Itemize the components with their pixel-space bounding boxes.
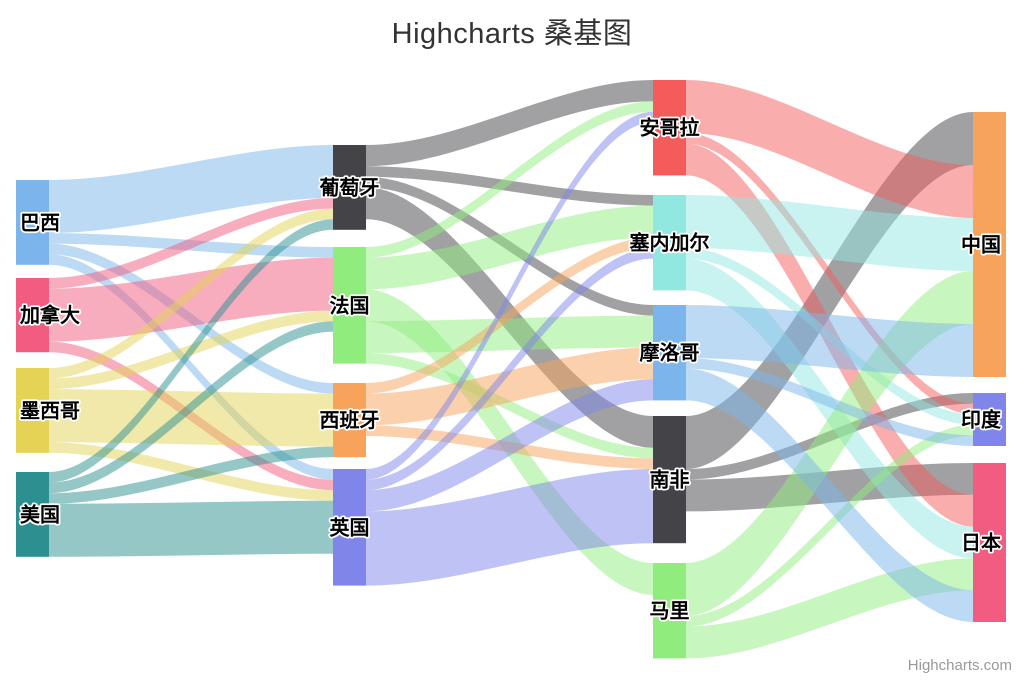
sankey-link[interactable] bbox=[365, 111, 653, 480]
sankey-link[interactable] bbox=[365, 101, 653, 258]
sankey-link[interactable] bbox=[366, 80, 653, 167]
sankey-link[interactable] bbox=[366, 315, 653, 353]
sankey-link[interactable] bbox=[686, 258, 973, 559]
sankey-node[interactable] bbox=[653, 416, 686, 544]
sankey-link[interactable] bbox=[49, 500, 333, 557]
sankey-link[interactable] bbox=[366, 469, 653, 586]
sankey-node[interactable] bbox=[973, 463, 1006, 622]
sankey-node[interactable] bbox=[16, 278, 49, 353]
sankey-link[interactable] bbox=[365, 248, 653, 491]
sankey-link[interactable] bbox=[366, 237, 653, 394]
sankey-link[interactable] bbox=[366, 353, 653, 459]
sankey-node[interactable] bbox=[653, 80, 686, 176]
sankey-node[interactable] bbox=[333, 247, 366, 364]
sankey-link[interactable] bbox=[49, 145, 333, 233]
sankey-link[interactable] bbox=[686, 358, 973, 446]
sankey-link[interactable] bbox=[686, 368, 973, 622]
sankey-link[interactable] bbox=[686, 424, 973, 627]
sankey-node[interactable] bbox=[16, 472, 49, 557]
sankey-link[interactable] bbox=[49, 446, 333, 504]
sankey-link[interactable] bbox=[686, 80, 973, 218]
sankey-node[interactable] bbox=[973, 112, 1006, 377]
sankey-node[interactable] bbox=[16, 180, 49, 265]
sankey-node[interactable] bbox=[653, 305, 686, 401]
sankey-link[interactable] bbox=[49, 257, 333, 342]
sankey-node[interactable] bbox=[653, 563, 686, 659]
sankey-link[interactable] bbox=[366, 205, 653, 290]
sankey-link[interactable] bbox=[366, 379, 653, 512]
sankey-link[interactable] bbox=[686, 133, 973, 415]
sankey-node[interactable] bbox=[333, 469, 366, 586]
sankey-node[interactable] bbox=[653, 195, 686, 291]
sankey-node[interactable] bbox=[333, 145, 366, 230]
sankey-node[interactable] bbox=[333, 383, 366, 458]
sankey-link[interactable] bbox=[49, 219, 333, 483]
sankey-link[interactable] bbox=[49, 389, 333, 447]
sankey-link[interactable] bbox=[49, 321, 333, 494]
sankey-node[interactable] bbox=[16, 368, 49, 453]
sankey-link[interactable] bbox=[49, 254, 333, 480]
sankey-link[interactable] bbox=[366, 166, 653, 206]
sankey-link[interactable] bbox=[686, 305, 973, 377]
sankey-link[interactable] bbox=[49, 198, 333, 289]
sankey-link[interactable] bbox=[49, 208, 333, 379]
credits-link[interactable]: Highcharts.com bbox=[907, 657, 1012, 674]
sankey-link[interactable] bbox=[686, 195, 973, 271]
sankey-link[interactable] bbox=[366, 347, 653, 426]
sankey-node[interactable] bbox=[973, 393, 1006, 446]
